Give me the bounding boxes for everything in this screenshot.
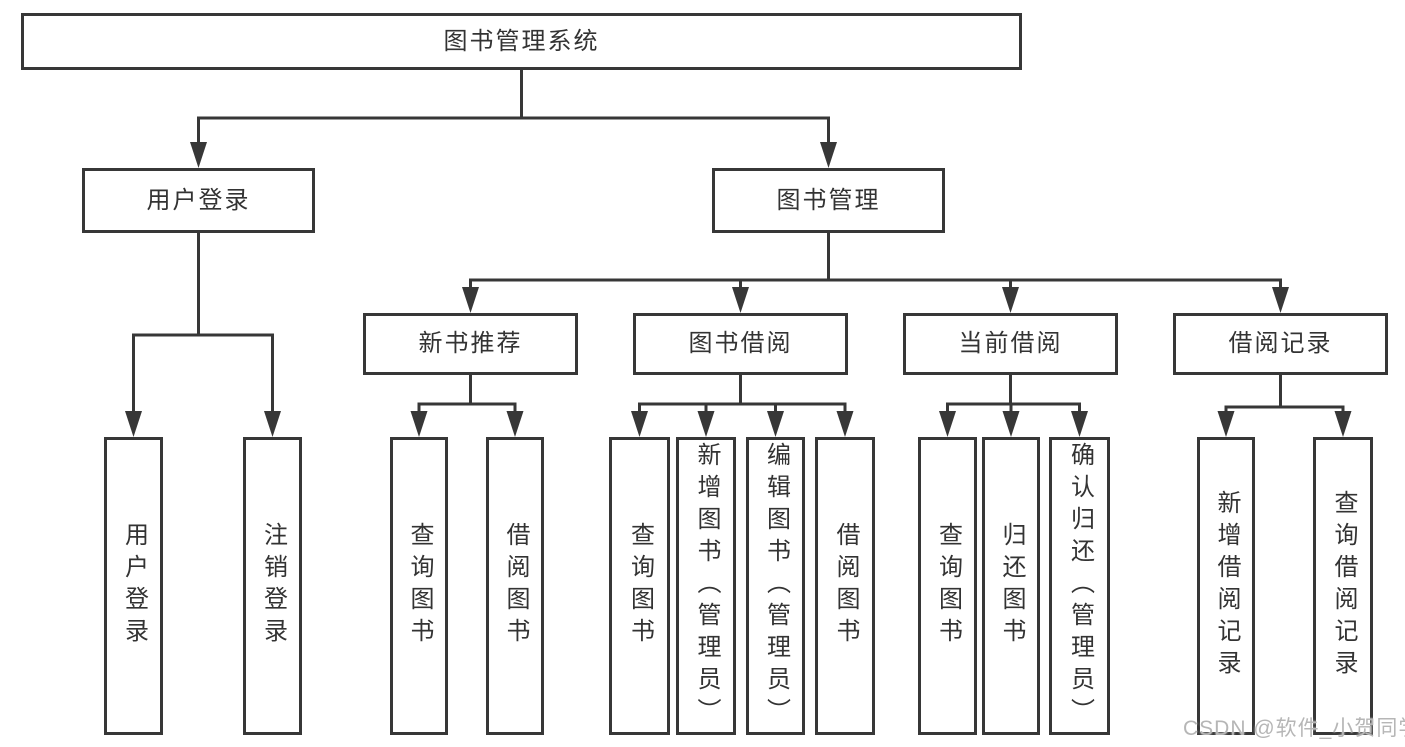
leaf-add-borrow-record-label: 新增借阅记录 [1213,490,1240,682]
leaf-query-book-1: 查询图书 [390,437,448,735]
node-root-label: 图书管理系统 [443,27,600,55]
leaf-add-book-admin-label: 新增图书（管理员） [693,442,720,730]
leaf-query-borrow-record: 查询借阅记录 [1313,437,1373,735]
leaf-borrow-book-1-label: 借阅图书 [502,522,529,650]
leaf-borrow-book-2: 借阅图书 [815,437,875,735]
leaf-logout: 注销登录 [243,437,302,735]
leaf-borrow-book-1: 借阅图书 [486,437,544,735]
node-book-management-label: 图书管理 [776,186,881,214]
leaf-logout-label: 注销登录 [259,522,287,650]
node-user-login: 用户登录 [82,168,315,233]
node-book-borrow: 图书借阅 [633,313,848,375]
leaf-return-book: 归还图书 [982,437,1040,735]
leaf-confirm-return-admin-label: 确认归还（管理员） [1066,442,1094,730]
leaf-query-book-1-label: 查询图书 [406,522,433,650]
node-borrow-record: 借阅记录 [1173,313,1388,375]
leaf-borrow-book-2-label: 借阅图书 [832,522,859,650]
leaf-add-book-admin: 新增图书（管理员） [676,437,736,735]
leaf-return-book-label: 归还图书 [998,522,1025,650]
node-current-borrow: 当前借阅 [903,313,1118,375]
leaf-edit-book-admin-label: 编辑图书（管理员） [762,442,790,730]
leaf-query-book-2-label: 查询图书 [626,522,654,650]
leaf-query-book-2: 查询图书 [609,437,670,735]
leaf-add-borrow-record: 新增借阅记录 [1197,437,1255,735]
node-new-book-recommend-label: 新书推荐 [418,330,523,357]
leaf-edit-book-admin: 编辑图书（管理员） [746,437,805,735]
leaf-confirm-return-admin: 确认归还（管理员） [1049,437,1110,735]
leaf-user-login-label: 用户登录 [120,522,148,650]
node-borrow-record-label: 借阅记录 [1228,330,1333,357]
leaf-query-book-3: 查询图书 [918,437,977,735]
node-root: 图书管理系统 [21,13,1022,70]
node-new-book-recommend: 新书推荐 [363,313,578,375]
leaf-query-book-3-label: 查询图书 [934,522,962,650]
node-book-borrow-label: 图书借阅 [688,330,793,357]
csdn-watermark: CSDN @软件_小贺同学 [1183,717,1405,740]
node-book-management: 图书管理 [712,168,945,233]
leaf-query-borrow-record-label: 查询借阅记录 [1330,490,1357,682]
leaf-user-login: 用户登录 [104,437,163,735]
node-current-borrow-label: 当前借阅 [958,330,1063,357]
node-user-login-label: 用户登录 [146,186,251,214]
